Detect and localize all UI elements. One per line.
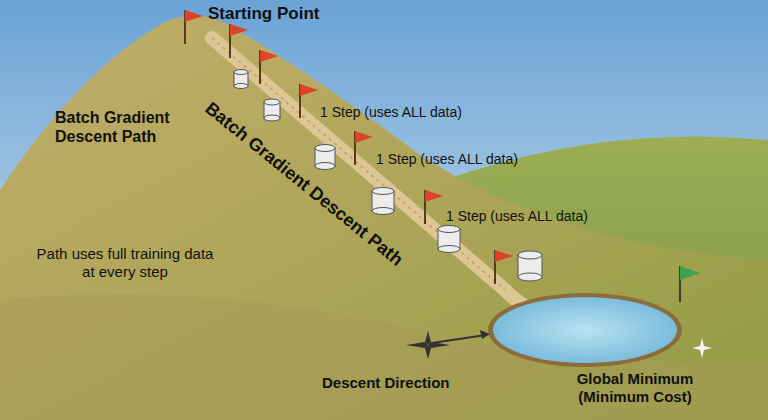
foreground — [0, 294, 768, 420]
goal-flag — [680, 266, 700, 302]
path-title: Batch Gradient Descent Path — [55, 108, 205, 146]
main-hill — [0, 15, 768, 420]
minimum-label: Global Minimum (Minimum Cost) — [560, 370, 710, 406]
compass — [406, 330, 490, 359]
step-label: 1 Step (uses ALL data) — [446, 208, 588, 225]
trail — [212, 38, 535, 312]
start-flag — [185, 10, 203, 44]
pond-rim — [488, 293, 682, 367]
direction-label: Descent Direction — [322, 374, 450, 392]
pond — [493, 297, 677, 363]
step-label: 1 Step (uses ALL data) — [376, 151, 518, 168]
step-label: 1 Step (uses ALL data) — [320, 104, 462, 121]
path-along-label: Batch Gradient Descent Path — [200, 98, 406, 271]
note-label: Path uses full training data at every st… — [30, 245, 220, 281]
start-label: Starting Point — [208, 4, 319, 24]
sparkle — [692, 338, 712, 358]
